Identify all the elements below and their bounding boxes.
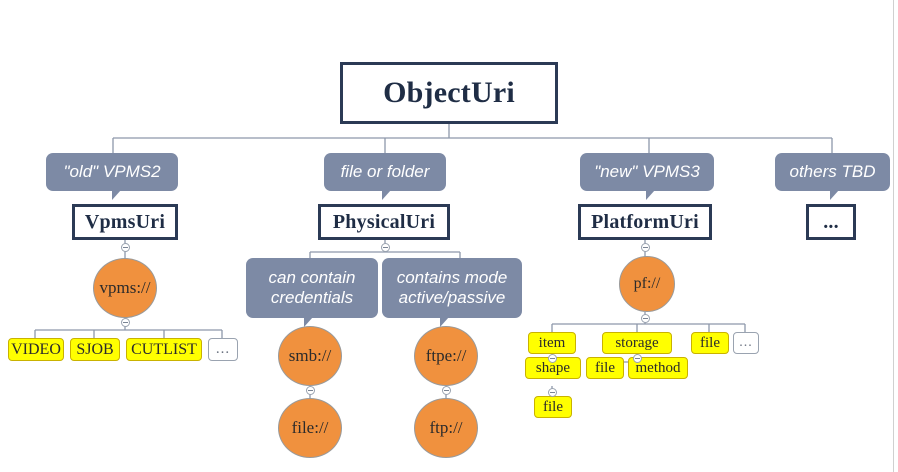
leaf-file-under-storage[interactable]: file: [586, 357, 624, 379]
node-scheme-ftp-under-ftpe[interactable]: ftp://: [414, 398, 478, 458]
callout-can-contain-credentials-line1: can contain: [268, 267, 356, 287]
collapse-toggle-icon[interactable]: [633, 354, 642, 363]
leaf-shape-label: shape: [535, 359, 571, 376]
collapse-toggle-icon[interactable]: [548, 354, 557, 363]
callout-contains-mode-line2: active/passive: [398, 288, 506, 307]
leaf-cutlist-label: CUTLIST: [131, 340, 197, 358]
leaf-sjob-label: SJOB: [76, 340, 114, 358]
callout-can-contain-credentials[interactable]: can contain credentials: [246, 258, 378, 327]
node-vpms-uri-label: VpmsUri: [84, 210, 166, 233]
node-scheme-vpms[interactable]: vpms://: [93, 258, 157, 318]
callout-file-or-folder[interactable]: file or folder: [324, 153, 446, 200]
node-scheme-file-under-smb[interactable]: file://: [278, 398, 342, 458]
leaf-video-label: VIDEO: [11, 340, 61, 358]
node-scheme-vpms-label: vpms://: [99, 278, 151, 297]
leaf-storage[interactable]: storage: [602, 332, 672, 354]
callout-tail-icon: [382, 190, 391, 200]
leaf-file-under-pf[interactable]: file: [691, 332, 729, 354]
leaf-pf-more[interactable]: ...: [733, 332, 759, 354]
leaf-vpms-more-label: ...: [215, 341, 231, 357]
callout-contains-mode[interactable]: contains mode active/passive: [382, 258, 522, 327]
collapse-toggle-icon[interactable]: [548, 388, 557, 397]
callout-tail-icon: [304, 317, 313, 327]
callout-old-vpms2[interactable]: "old" VPMS2: [46, 153, 178, 200]
leaf-vpms-more[interactable]: ...: [208, 338, 238, 361]
callout-tail-icon: [830, 190, 839, 200]
leaf-cutlist[interactable]: CUTLIST: [126, 338, 202, 361]
leaf-sjob[interactable]: SJOB: [70, 338, 120, 361]
collapse-toggle-icon[interactable]: [442, 386, 451, 395]
node-platform-uri-label: PlatformUri: [591, 210, 699, 233]
callout-tail-icon: [646, 190, 655, 200]
node-physical-uri-label: PhysicalUri: [332, 210, 436, 233]
leaf-method-label: method: [635, 359, 681, 376]
leaf-item[interactable]: item: [528, 332, 576, 354]
leaf-file-under-shape[interactable]: file: [534, 396, 572, 418]
callout-new-vpms3[interactable]: "new" VPMS3: [580, 153, 714, 200]
collapse-toggle-icon[interactable]: [121, 318, 130, 327]
node-scheme-smb[interactable]: smb://: [278, 326, 342, 386]
collapse-toggle-icon[interactable]: [121, 243, 130, 252]
callout-others-tbd[interactable]: others TBD: [775, 153, 890, 200]
node-scheme-ftp-under-ftpe-label: ftp://: [429, 418, 463, 437]
node-scheme-ftpe-label: ftpe://: [425, 346, 467, 365]
collapse-toggle-icon[interactable]: [641, 314, 650, 323]
callout-old-vpms2-label: "old" VPMS2: [63, 161, 161, 181]
leaf-file-under-pf-label: file: [700, 334, 720, 351]
callout-new-vpms3-label: "new" VPMS3: [594, 161, 700, 181]
collapse-toggle-icon[interactable]: [306, 386, 315, 395]
leaf-video[interactable]: VIDEO: [8, 338, 64, 361]
node-scheme-pf[interactable]: pf://: [619, 256, 675, 312]
callout-can-contain-credentials-line2: credentials: [270, 288, 354, 307]
node-object-uri-label: ObjectUri: [383, 76, 515, 109]
leaf-item-label: item: [538, 334, 566, 351]
page-edge-rule: [893, 0, 894, 472]
node-scheme-ftpe[interactable]: ftpe://: [414, 326, 478, 386]
callout-others-tbd-label: others TBD: [789, 161, 876, 181]
node-object-uri[interactable]: ObjectUri: [340, 62, 558, 124]
node-others-placeholder[interactable]: ...: [806, 204, 856, 240]
node-scheme-pf-label: pf://: [633, 275, 661, 292]
collapse-toggle-icon[interactable]: [641, 243, 650, 252]
callout-tail-icon: [440, 317, 449, 327]
node-vpms-uri[interactable]: VpmsUri: [72, 204, 178, 240]
node-scheme-smb-label: smb://: [288, 346, 332, 365]
collapse-toggle-icon[interactable]: [381, 243, 390, 252]
leaf-storage-label: storage: [615, 334, 659, 351]
node-platform-uri[interactable]: PlatformUri: [578, 204, 712, 240]
leaf-file-under-storage-label: file: [595, 359, 615, 376]
leaf-file-under-shape-label: file: [543, 398, 563, 415]
callout-tail-icon: [112, 190, 121, 200]
node-scheme-file-under-smb-label: file://: [291, 418, 329, 437]
leaf-pf-more-label: ...: [739, 335, 753, 350]
leaf-shape[interactable]: shape: [525, 357, 581, 379]
node-others-placeholder-label: ...: [823, 210, 839, 233]
callout-file-or-folder-label: file or folder: [340, 161, 430, 181]
callout-contains-mode-line1: contains mode: [396, 267, 508, 287]
node-physical-uri[interactable]: PhysicalUri: [318, 204, 450, 240]
